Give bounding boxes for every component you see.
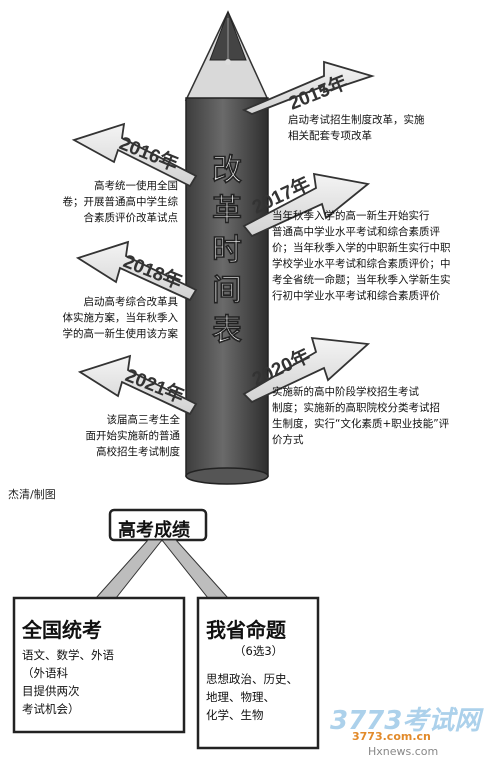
watermark-domain-2: Hxnews.com — [368, 745, 439, 758]
scores-title: 高考成绩 — [118, 520, 190, 541]
note-2021: 该届高三考生全 面开始实施新的普通 高校招生考试制度 — [85, 414, 181, 458]
year-2016: 2016年 — [116, 131, 181, 175]
pencil-title-char-5: 表 — [212, 313, 242, 348]
note-2020: 实施新的高中阶段学校招生考试 制度；实施新的高职院校分类考试招 生制度，实行“文… — [272, 386, 450, 446]
year-2018: 2018年 — [120, 249, 185, 293]
note-2015: 启动考试招生制度改革，实施 相关配套专项改革 — [288, 114, 425, 142]
watermark-brand: 3773考试网 — [330, 706, 481, 736]
left-box — [12, 596, 186, 734]
pencil-bottom — [185, 467, 269, 485]
note-2017: 当年秋季入学的高一新生开始实行 普通高中学业水平考试和综合素质评 价；当年秋季入… — [272, 210, 451, 302]
scores-graphic — [12, 508, 320, 750]
pencil-title-char-1: 改 — [212, 153, 242, 188]
left-box-title: 全国统考 — [22, 618, 102, 642]
pencil-title-char-3: 时 — [212, 233, 242, 268]
left-box-text: 语文、数学、外语 （外语科 目提供两次 考试机会） — [22, 648, 114, 716]
right-box-subtitle: （6选3） — [234, 644, 284, 658]
year-2021: 2021年 — [122, 363, 187, 407]
credit-label: 杰清/制图 — [8, 488, 56, 501]
right-box-title: 我省命题 — [206, 618, 286, 642]
arrow-2015 — [241, 60, 376, 115]
pencil-title-char-4: 间 — [212, 273, 242, 308]
watermark-domain: 3773.com.cn — [352, 730, 431, 743]
arrow-2021 — [77, 354, 198, 416]
connector-left — [94, 539, 164, 599]
right-box — [196, 596, 320, 750]
arrow-2017 — [242, 172, 371, 238]
arrow-2016 — [71, 122, 198, 188]
note-2016: 高考统一使用全国 卷；开展普通高中学生综 合素质评价改革试点 — [62, 180, 179, 224]
right-box-text: 思想政治、历史、 地理、物理、 化学、生物 — [206, 672, 298, 722]
note-2018: 启动高考综合改革具 体实施方案，当年秋季入 学的高一新生使用该方案 — [62, 296, 179, 340]
pencil-title-char-2: 革 — [212, 193, 242, 228]
timeline-graphic: 2015年 2016年 2017年 2018年 2020年 2021年 改 革 … — [71, 10, 376, 485]
year-2015: 2015年 — [285, 70, 350, 114]
arrow-2018 — [75, 240, 198, 302]
arrow-2020 — [242, 336, 371, 404]
connector-right — [160, 539, 230, 599]
pencil-body — [185, 97, 269, 477]
pencil-tip — [184, 10, 270, 101]
